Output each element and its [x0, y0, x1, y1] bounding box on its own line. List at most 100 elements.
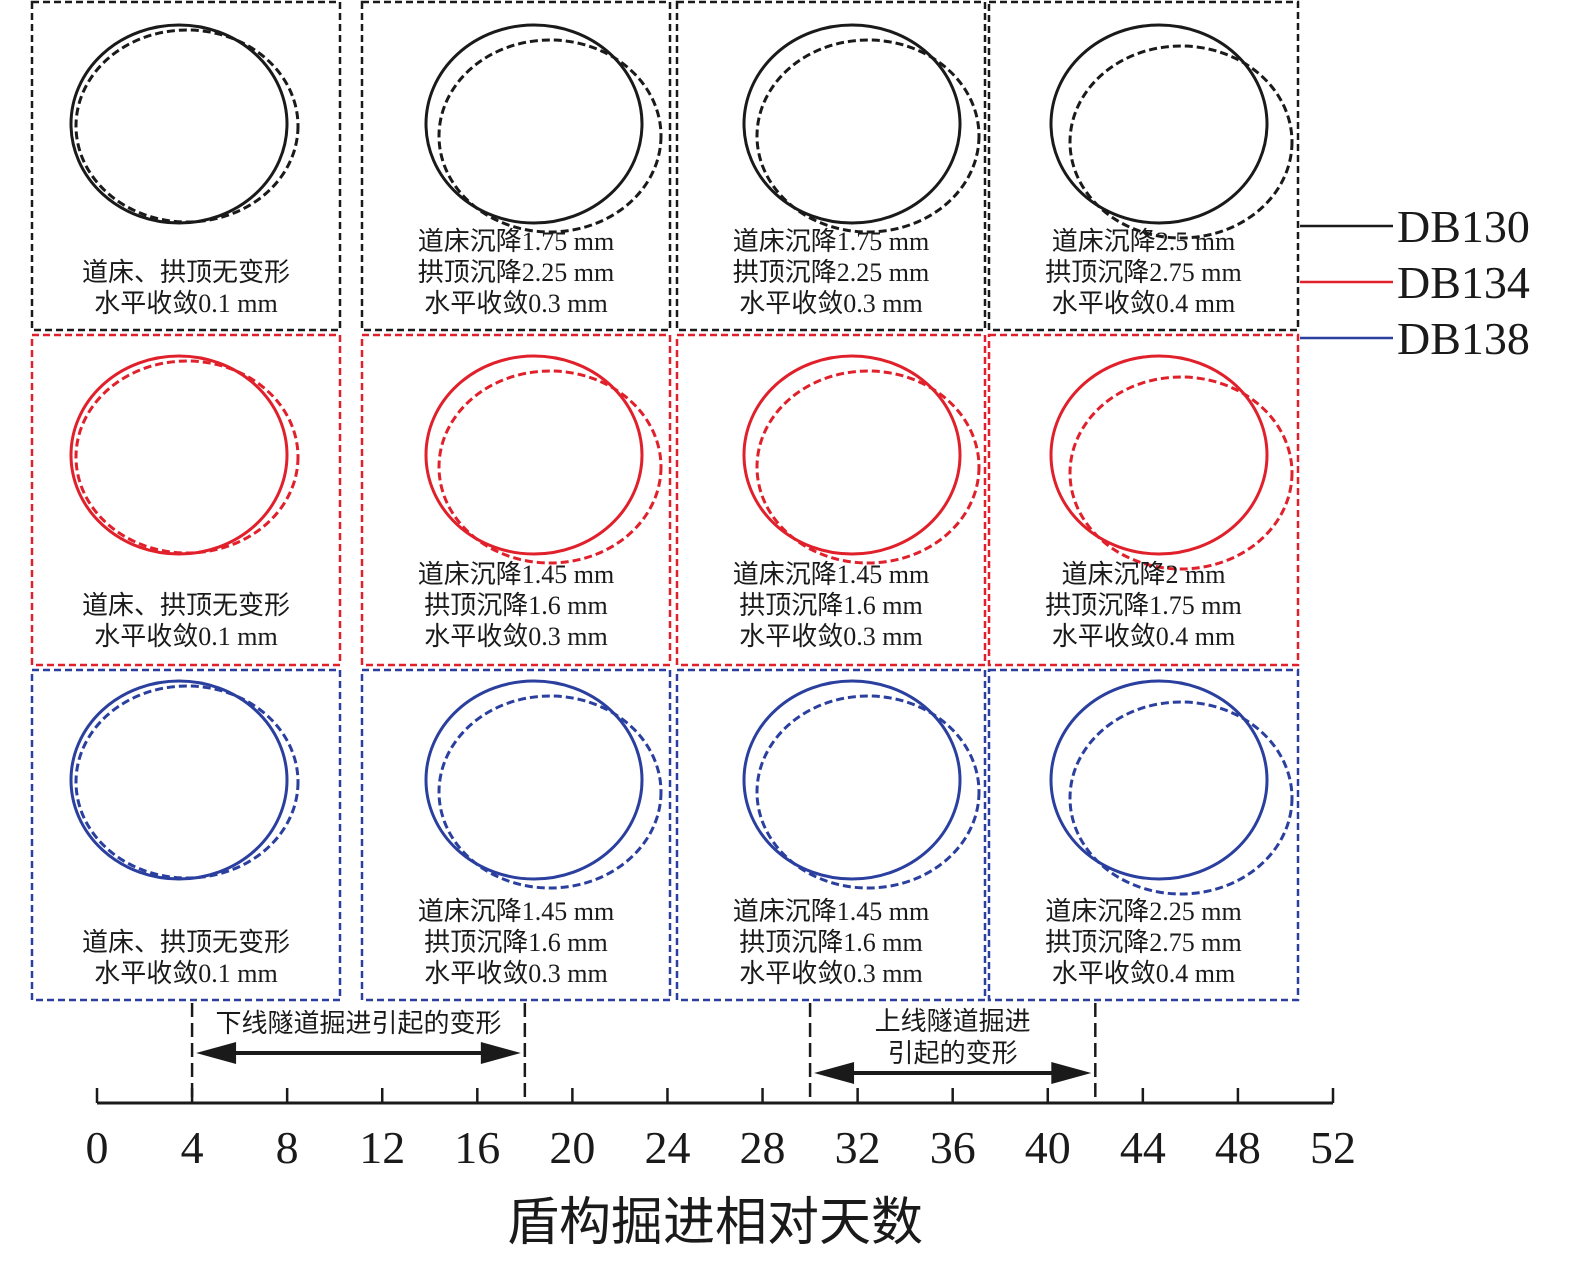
original-section-ellipse [1049, 23, 1269, 225]
legend-label: DB138 [1397, 313, 1530, 364]
x-tick-label: 28 [740, 1122, 786, 1173]
deformed-section-ellipse [1068, 44, 1294, 240]
deformation-label: 水平收敛0.3 mm [739, 622, 922, 651]
deformation-label: 拱顶沉降1.6 mm [739, 928, 922, 957]
deformation-label: 道床、拱顶无变形 [82, 258, 290, 287]
deformation-label: 水平收敛0.3 mm [739, 959, 922, 988]
x-tick-label: 24 [644, 1122, 690, 1173]
deformation-label: 拱顶沉降2.25 mm [418, 258, 614, 287]
arrow-right-head-icon [1051, 1062, 1092, 1084]
arrow-left-head-icon [814, 1062, 855, 1084]
legend-label: DB134 [1397, 257, 1530, 308]
deformation-label: 水平收敛0.1 mm [94, 959, 277, 988]
deformation-label: 拱顶沉降1.75 mm [1045, 591, 1241, 620]
original-section-ellipse [742, 23, 962, 225]
panel-border [30, 0, 342, 332]
x-tick-label: 32 [835, 1122, 881, 1173]
original-section-ellipse [424, 679, 644, 881]
deformation-label: 水平收敛0.4 mm [1052, 959, 1235, 988]
deformed-section-ellipse [1068, 700, 1294, 896]
x-tick-label: 36 [930, 1122, 976, 1173]
deformation-label: 拱顶沉降1.6 mm [424, 928, 607, 957]
deformation-label: 水平收敛0.1 mm [94, 622, 277, 651]
deformation-label: 道床沉降2 mm [1062, 560, 1226, 589]
original-section-ellipse [424, 354, 644, 556]
x-tick-label: 48 [1215, 1122, 1261, 1173]
original-section-ellipse [424, 23, 644, 225]
panel-border [675, 668, 987, 1002]
annotation-label: 上线隧道掘进 [875, 1007, 1031, 1036]
deformation-label: 拱顶沉降1.6 mm [424, 591, 607, 620]
panel-border [30, 668, 342, 1002]
arrow-right-head-icon [480, 1042, 521, 1064]
panel-border [360, 668, 672, 1002]
panel-border [30, 333, 342, 667]
panel-border [987, 0, 1300, 332]
original-section-ellipse [69, 679, 289, 881]
deformation-label: 水平收敛0.3 mm [424, 622, 607, 651]
panel-border [360, 0, 672, 332]
x-tick-label: 40 [1025, 1122, 1071, 1173]
panel-border [675, 333, 987, 667]
deformed-section-ellipse [74, 684, 300, 880]
x-tick-label: 4 [181, 1122, 204, 1173]
deformed-section-ellipse [437, 38, 663, 234]
deformation-label: 水平收敛0.3 mm [739, 289, 922, 318]
deformation-label: 水平收敛0.3 mm [424, 959, 607, 988]
deformation-label: 水平收敛0.1 mm [94, 289, 277, 318]
deformation-label: 道床、拱顶无变形 [82, 928, 290, 957]
x-tick-label: 12 [359, 1122, 405, 1173]
annotation-label: 下线隧道掘进引起的变形 [215, 1009, 501, 1038]
deformed-section-ellipse [1068, 375, 1294, 571]
deformation-label: 道床沉降1.45 mm [733, 560, 929, 589]
deformation-label: 道床沉降1.75 mm [418, 227, 614, 256]
original-section-ellipse [1049, 679, 1269, 881]
deformed-section-ellipse [437, 369, 663, 565]
annotation-label: 引起的变形 [888, 1039, 1018, 1068]
original-section-ellipse [69, 354, 289, 556]
deformation-label: 道床沉降2.25 mm [1045, 897, 1241, 926]
panel-border [987, 668, 1300, 1002]
panel-border [987, 333, 1300, 667]
deformation-label: 水平收敛0.4 mm [1052, 622, 1235, 651]
deformation-label: 水平收敛0.4 mm [1052, 289, 1235, 318]
deformed-section-ellipse [74, 359, 300, 555]
original-section-ellipse [69, 23, 289, 225]
deformed-section-ellipse [437, 694, 663, 890]
deformed-section-ellipse [755, 38, 981, 234]
deformation-label: 道床沉降1.75 mm [733, 227, 929, 256]
x-tick-label: 52 [1310, 1122, 1356, 1173]
deformation-label: 道床沉降1.45 mm [418, 560, 614, 589]
panel-border [360, 333, 672, 667]
deformation-label: 拱顶沉降2.25 mm [733, 258, 929, 287]
x-tick-label: 44 [1120, 1122, 1166, 1173]
panel-border [675, 0, 987, 332]
deformation-label: 道床沉降1.45 mm [418, 897, 614, 926]
deformation-label: 拱顶沉降2.75 mm [1045, 258, 1241, 287]
deformation-label: 道床沉降2.5 mm [1052, 227, 1235, 256]
original-section-ellipse [742, 679, 962, 881]
deformation-label: 拱顶沉降1.6 mm [739, 591, 922, 620]
x-tick-label: 8 [276, 1122, 299, 1173]
x-tick-label: 20 [549, 1122, 595, 1173]
deformation-label: 道床沉降1.45 mm [733, 897, 929, 926]
original-section-ellipse [742, 354, 962, 556]
deformed-section-ellipse [74, 28, 300, 224]
original-section-ellipse [1049, 354, 1269, 556]
legend-label: DB130 [1397, 201, 1530, 252]
deformed-section-ellipse [755, 694, 981, 890]
x-tick-label: 16 [454, 1122, 500, 1173]
